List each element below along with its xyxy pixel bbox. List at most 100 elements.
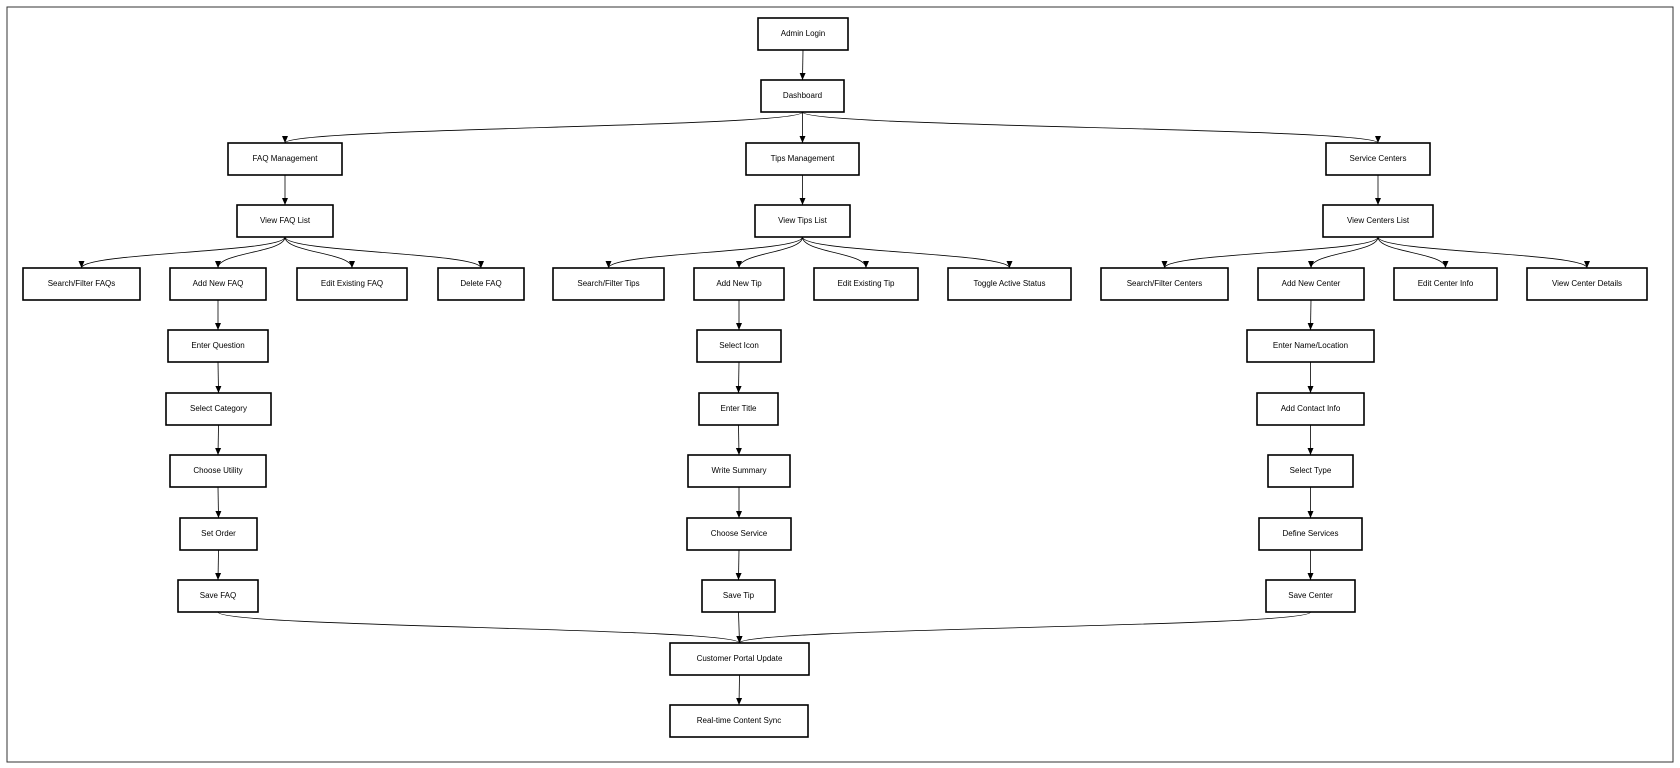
node-add-new-tip: Add New Tip xyxy=(693,267,785,301)
node-label: Admin Login xyxy=(781,29,825,38)
edge-choose-utility-to-set-order xyxy=(215,486,222,519)
node-label: Select Icon xyxy=(719,341,759,350)
node-save-faq: Save FAQ xyxy=(177,579,259,613)
node-select-type: Select Type xyxy=(1267,454,1354,488)
node-search-filter-faqs: Search/Filter FAQs xyxy=(22,267,141,301)
node-label: FAQ Management xyxy=(253,154,319,163)
node-label: Toggle Active Status xyxy=(973,279,1045,288)
node-admin-login: Admin Login xyxy=(757,17,849,51)
edge-view-tips-list-to-add-tip xyxy=(736,236,803,269)
edge-view-centers-list-to-search-centers xyxy=(1161,236,1379,269)
node-label: Search/Filter Centers xyxy=(1127,279,1203,288)
edge-portal-update-to-content-sync xyxy=(736,674,743,706)
node-label: View Centers List xyxy=(1347,216,1410,225)
node-label: Select Type xyxy=(1290,466,1332,475)
edge-save-faq-to-portal-update xyxy=(217,611,743,644)
node-define-services: Define Services xyxy=(1258,517,1363,551)
node-label: Choose Service xyxy=(711,529,768,538)
node-label: Search/Filter Tips xyxy=(577,279,639,288)
node-label: View FAQ List xyxy=(260,216,311,225)
edge-enter-title-to-write-summary xyxy=(735,424,742,456)
node-label: Enter Question xyxy=(191,341,244,350)
node-label: Enter Name/Location xyxy=(1273,341,1348,350)
edge-save-tip-to-portal-update xyxy=(736,611,743,644)
node-customer-portal-update: Customer Portal Update xyxy=(669,642,810,676)
edge-select-category-to-choose-utility xyxy=(215,424,222,456)
node-add-contact-info: Add Contact Info xyxy=(1256,392,1365,426)
edge-dashboard-to-faq-mgmt xyxy=(282,111,803,144)
node-faq-management: FAQ Management xyxy=(227,142,343,176)
edge-view-centers-list-to-view-center-details xyxy=(1377,236,1590,269)
edge-view-faq-list-to-delete-faq xyxy=(284,236,484,269)
node-label: Enter Title xyxy=(720,404,757,413)
edge-view-centers-list-to-edit-center xyxy=(1377,236,1449,269)
node-choose-service: Choose Service xyxy=(686,517,792,551)
node-label: Service Centers xyxy=(1350,154,1407,163)
node-edit-existing-faq: Edit Existing FAQ xyxy=(296,267,408,301)
node-view-faq-list: View FAQ List xyxy=(236,204,334,238)
edge-enter-question-to-select-category xyxy=(215,361,222,394)
node-tips-management: Tips Management xyxy=(745,142,860,176)
node-label: Choose Utility xyxy=(193,466,242,475)
edge-view-tips-list-to-edit-tip xyxy=(802,236,869,269)
node-label: Define Services xyxy=(1282,529,1338,538)
node-enter-name-location: Enter Name/Location xyxy=(1246,329,1375,363)
node-delete-faq: Delete FAQ xyxy=(437,267,525,301)
node-choose-utility: Choose Utility xyxy=(169,454,267,488)
node-label: Write Summary xyxy=(712,466,767,475)
edge-choose-service-to-save-tip xyxy=(735,549,742,581)
node-edit-center-info: Edit Center Info xyxy=(1393,267,1498,301)
node-enter-question: Enter Question xyxy=(167,329,269,363)
edge-view-tips-list-to-toggle-status xyxy=(802,236,1013,269)
node-service-centers: Service Centers xyxy=(1325,142,1431,176)
node-label: Customer Portal Update xyxy=(697,654,783,663)
node-label: Delete FAQ xyxy=(460,279,501,288)
node-edit-existing-tip: Edit Existing Tip xyxy=(813,267,919,301)
node-label: Save FAQ xyxy=(200,591,236,600)
node-search-filter-tips: Search/Filter Tips xyxy=(552,267,665,301)
node-label: Set Order xyxy=(201,529,236,538)
node-select-category: Select Category xyxy=(165,392,272,426)
node-set-order: Set Order xyxy=(179,517,258,551)
node-search-filter-centers: Search/Filter Centers xyxy=(1100,267,1229,301)
node-write-summary: Write Summary xyxy=(687,454,791,488)
node-label: Add New Center xyxy=(1282,279,1341,288)
edge-view-faq-list-to-search-faqs xyxy=(78,236,286,269)
node-save-tip: Save Tip xyxy=(701,579,776,613)
edge-set-order-to-save-faq xyxy=(215,549,222,581)
edge-view-tips-list-to-search-tips xyxy=(605,236,803,269)
node-label: Real-time Content Sync xyxy=(697,716,781,725)
node-view-tips-list: View Tips List xyxy=(754,204,851,238)
node-label: Search/Filter FAQs xyxy=(48,279,116,288)
node-label: Tips Management xyxy=(771,154,836,163)
node-label: Add Contact Info xyxy=(1281,404,1341,413)
node-label: View Center Details xyxy=(1552,279,1622,288)
node-label: View Tips List xyxy=(778,216,828,225)
node-label: Save Center xyxy=(1288,591,1333,600)
node-label: Save Tip xyxy=(723,591,755,600)
node-label: Edit Center Info xyxy=(1418,279,1474,288)
edge-layer xyxy=(78,49,1590,706)
node-real-time-content-sync: Real-time Content Sync xyxy=(669,704,809,738)
node-label: Add New Tip xyxy=(716,279,762,288)
edge-save-center-to-portal-update xyxy=(736,611,1311,644)
node-toggle-active-status: Toggle Active Status xyxy=(947,267,1072,301)
node-save-center: Save Center xyxy=(1265,579,1356,613)
node-label: Edit Existing Tip xyxy=(838,279,895,288)
edge-view-faq-list-to-edit-faq xyxy=(284,236,355,269)
node-label: Dashboard xyxy=(783,91,822,100)
node-label: Edit Existing FAQ xyxy=(321,279,383,288)
edge-select-icon-to-enter-title xyxy=(735,361,742,394)
node-select-icon: Select Icon xyxy=(696,329,782,363)
node-dashboard: Dashboard xyxy=(760,79,845,113)
node-layer: Admin Login Dashboard FAQ Management Tip… xyxy=(22,17,1648,738)
node-add-new-faq: Add New FAQ xyxy=(169,267,267,301)
edge-admin-login-to-dashboard xyxy=(799,49,806,81)
node-view-centers-list: View Centers List xyxy=(1322,204,1434,238)
node-label: Add New FAQ xyxy=(193,279,244,288)
edge-add-center-to-enter-name-location xyxy=(1307,299,1314,331)
edge-dashboard-to-service-centers xyxy=(802,111,1381,144)
edge-view-faq-list-to-add-faq xyxy=(215,236,286,269)
node-add-new-center: Add New Center xyxy=(1257,267,1365,301)
node-label: Select Category xyxy=(190,404,247,413)
